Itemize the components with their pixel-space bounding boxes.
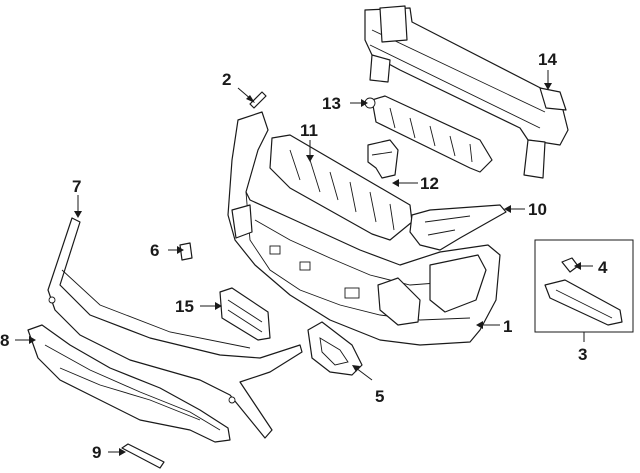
part-12-bracket xyxy=(367,139,399,179)
inset-3-box xyxy=(534,239,634,333)
callout-labels: 2 13 11 12 10 14 6 7 15 8 9 5 1 4 3 xyxy=(0,50,608,462)
callout-4: 4 xyxy=(598,258,608,277)
callout-12: 12 xyxy=(420,174,439,193)
callout-15: 15 xyxy=(175,297,194,316)
part-7-upper-trim xyxy=(47,217,303,439)
callout-8: 8 xyxy=(0,331,9,350)
callout-14: 14 xyxy=(538,50,557,69)
callout-13: 13 xyxy=(322,94,341,113)
part-11-upper-absorber xyxy=(269,134,413,241)
leader-arrowheads xyxy=(29,83,581,456)
callout-7: 7 xyxy=(72,177,81,196)
callout-5: 5 xyxy=(375,387,384,406)
callout-1: 1 xyxy=(503,317,512,336)
callout-3: 3 xyxy=(578,345,587,364)
part-10-side-bracket xyxy=(409,204,507,251)
callout-9: 9 xyxy=(92,443,101,462)
part-2-clip xyxy=(249,91,267,109)
part-15-plate-bracket xyxy=(219,287,271,341)
part-1-bumper-cover xyxy=(227,111,501,346)
callout-10: 10 xyxy=(528,200,547,219)
callout-6: 6 xyxy=(150,241,159,260)
part-14-reinforcement-bar xyxy=(364,5,569,179)
part-8-lower-valance xyxy=(27,324,231,443)
part-9-lower-strip xyxy=(121,443,165,469)
callout-2: 2 xyxy=(222,70,231,89)
part-6-small-bracket xyxy=(179,242,193,261)
callout-11: 11 xyxy=(300,121,318,140)
